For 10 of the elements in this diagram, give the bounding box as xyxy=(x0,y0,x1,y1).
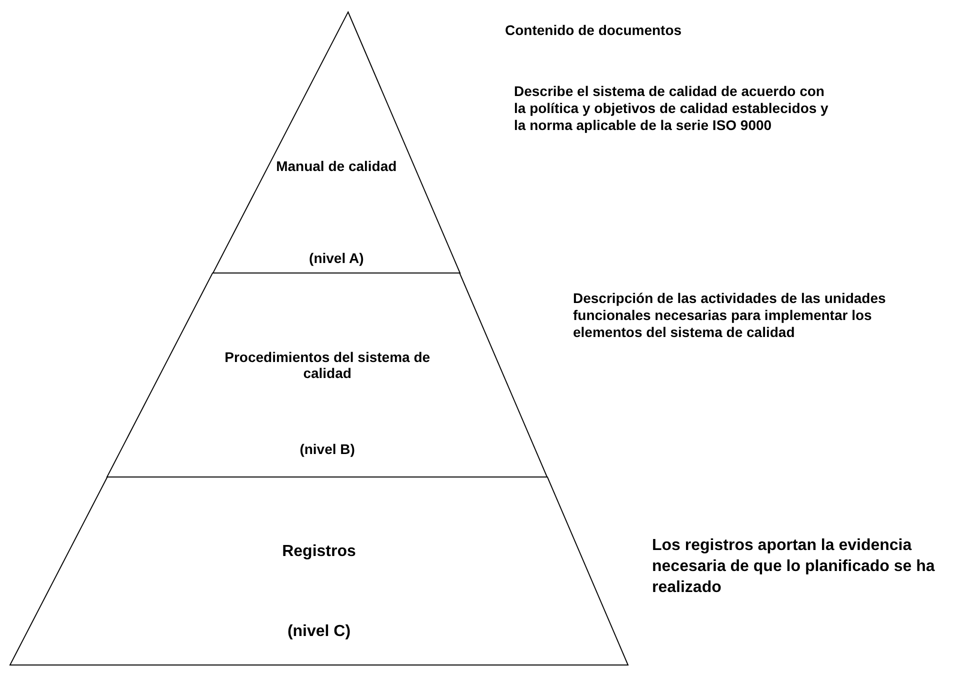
tier-level: (nivel A) xyxy=(308,250,365,266)
tier-title: Procedimientos del sistema de calidad xyxy=(224,349,432,382)
tier-level: (nivel B) xyxy=(298,441,356,458)
tier-description: Descripción de las actividades de las unidades funcionales necesarias para implementar los elementos del sistema de calidad xyxy=(573,290,887,340)
tier-title: Registros xyxy=(281,543,357,562)
column-heading: Contenido de documentos xyxy=(505,22,682,38)
tier-description: Los registros aportan la evidencia necesaria de que lo planificado se ha realizado xyxy=(652,536,936,598)
tier-level: (nivel C) xyxy=(286,623,352,642)
tier-title: Manual de calidad xyxy=(275,158,398,174)
tier-description: Describe el sistema de calidad de acuerdo con la política y objetivos de calidad establecidos y la norma aplicable de la serie ISO 9000 xyxy=(514,83,830,134)
